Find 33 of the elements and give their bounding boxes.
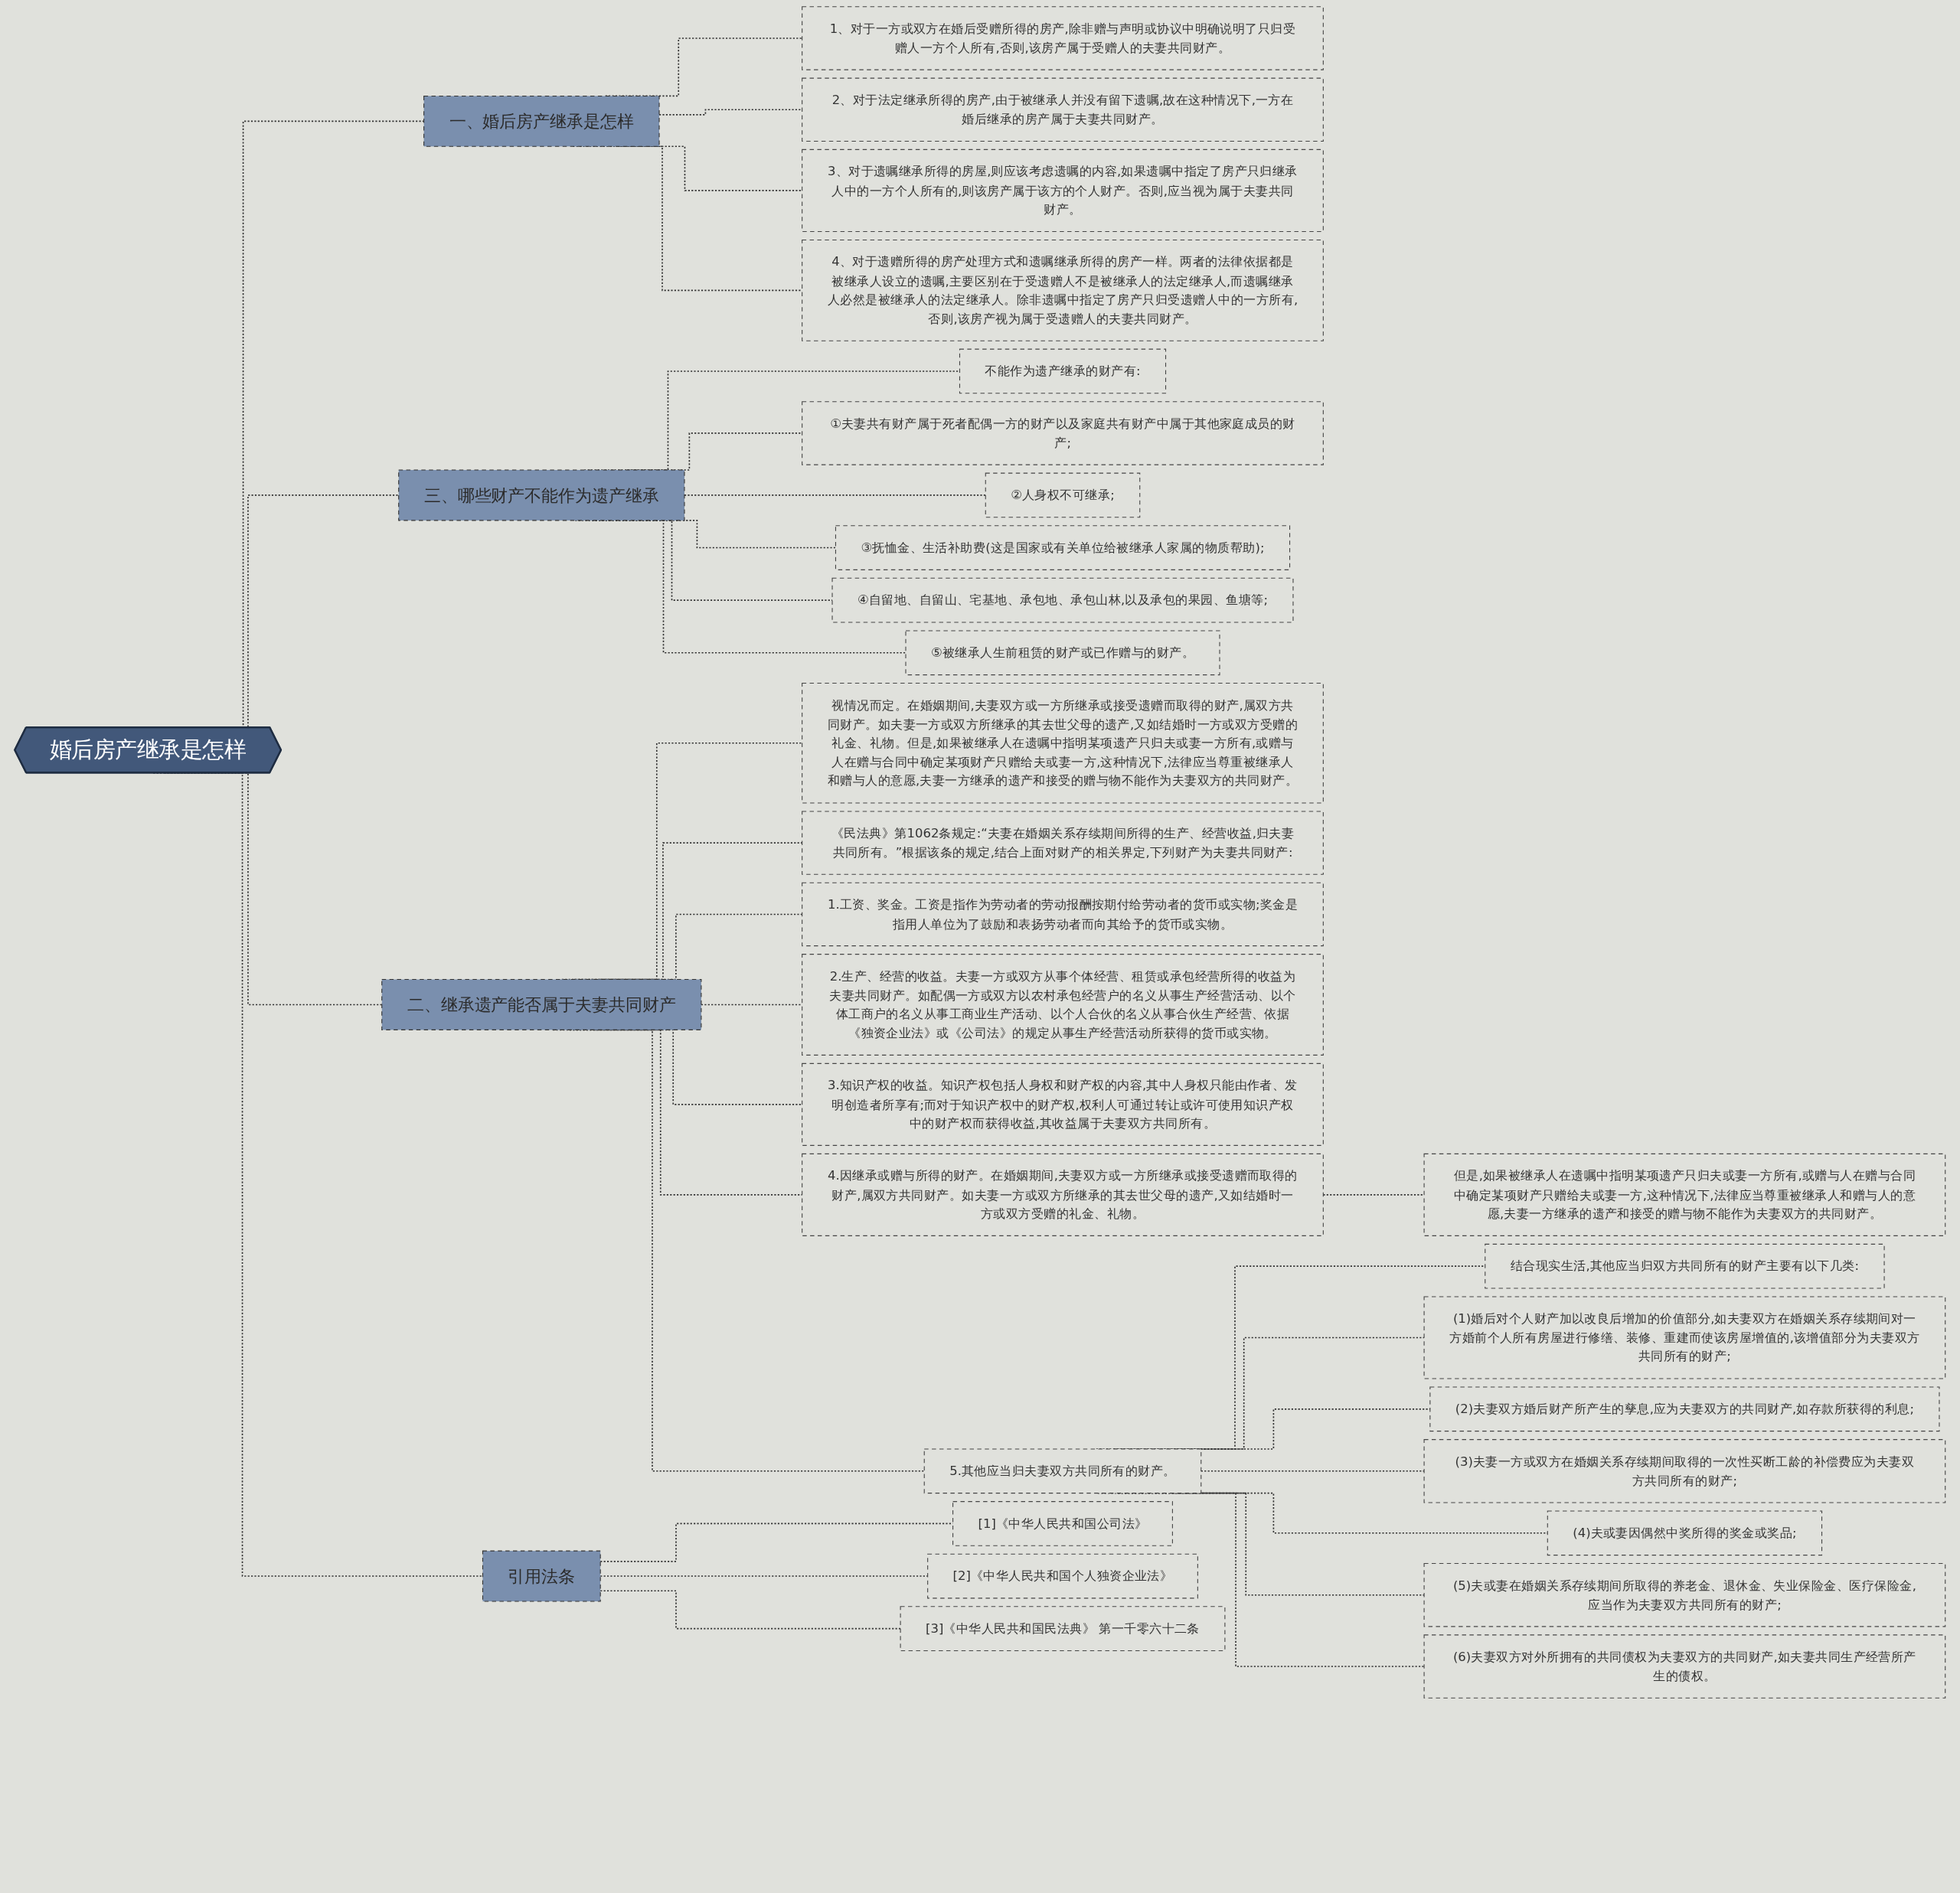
node-box [802, 77, 1324, 142]
node-box [1423, 1296, 1946, 1379]
node-box [802, 882, 1324, 947]
mind-map: 婚后房产继承是怎样 一、婚后房产继承是怎样 1、对于一方或双方在婚后受赠所得的房产,除非赠与声明或协议中明确说明了只归受赠人一方个人所有,否则,该房产属于受赠人的夫妻共同财产。 2、对于法定继承所得的房产,由于被继承人并没有留下遗嘱,故在这种情况下,一方在婚后继承的房产属于夫妻共同财产。 3、对于遗嘱继承所得的房屋,则应该考虑遗嘱的内容,如果遗嘱中指定了房产只归继承人中的一方个人所有的,则该房产属于该方的个人财产。否则,应当视为属于夫妻共同财产。 4、对于遗赠所得的房产处理方式和遗嘱继承所得的房产一样。两者的法律依据都是被继承人设立的遗嘱,主要区别在于受遗赠人不是被继承人的法定继承人,而遗嘱继承人必然是被继承人的法定继承人。除非遗嘱中指定了房产只归受遗赠人中的一方所有,否则,该房产视为属于受遗赠人的夫妻共同财产。 三、哪些财产不能作为遗产继承 不能作为遗产继承的财产有: ①夫妻共有财产属于死者配偶一方的财产以及家庭共有财产中属于其他家庭成员的财产; ②人身权不可继承; ③抚恤金、生活补助费(这是国家或有关单位给被继承人家属的物质帮助); ④自留地、自留山、宅基地、承包地、承包山林,以及承包的果园、鱼塘等; ⑤被继承人生前租赁的财产或已作赠与的财产。 二、继承遗产能否属于夫妻共同财产 视情况而定。在婚姻期间,夫妻双方或一方所继承或接受遗赠而取得的财产,属双方共同财产。如夫妻一方或双方所继承的其去世父母的遗产,又如结婚时一方或双方受赠的礼金、礼物。但是,如果被继承人在遗嘱中指明某项遗产只归夫或妻一方所有,或赠与人在赠与合同中确定某项财产只赠给夫或妻一方,这种情况下,法律应当尊重被继承人和赠与人的意愿,夫妻一方继承的遗产和接受的赠与物不能作为夫妻双方的共同财产。 《民法典》第1062条规定:“夫妻在婚姻关系存续期间所得的生产、经营收益,归夫妻共同所有。”根据该条的规定,结合上面对财产的相关界定,下列财产为夫妻共同财产: 1.工资、奖金。工资是指作为劳动者的劳动报酬按期付给劳动者的货币或实物;奖金是指用人单位为了鼓励和表扬劳动者而向其给予的货币或实物。 2.生产、经营的收益。夫妻一方或双方从事个体经营、租赁或承包经营所得的收益为夫妻共同财产。如配偶一方或双方以农村承包经营户的名义从事生产经营活动、以个体工商户的名义从事工商业生产活动、以个人合伙的名义从事合伙生产经营、依据《独资企业法》或《公司法》的规定从事生产经营活动所获得的货币或实物。 3.知识产权的收益。知识产权包括人身权和财产权的内容,其中人身权只能由作者、发明创造者所享有;而对于知识产权中的财产权,权利人可通过转让或许可使用知识产权中的财产权而获得收益,其收益属于夫妻双方共同所有。 4.因继承或赠与所得的财产。在婚姻期间,夫妻双方或一方所继承或接受遗赠而取得的财产,属双方共同财产。如夫妻一方或双方所继承的其去世父母的遗产,又如结婚时一方或双方受赠的礼金、礼物。 但是,如果被继承人在遗嘱中指明某项遗产只归夫或妻一方所有,或赠与人在赠与合同中确定某项财产只赠给夫或妻一方,这种情况下,法律应当尊重被继承人和赠与人的意愿,夫妻一方继承的遗产和接受的赠与物不能作为夫妻双方的共同财产。 5.其他应当归夫妻双方共同所有的财产。 结合现实生活,其他应当归双方共同所有的财产主要有以下几类: (1)婚后对个人财产加以改良后增加的价值部分,如夫妻双方在婚姻关系存续期间对一方婚前个人所有房屋进行修缮、装修、重建而使该房屋增值的,该增值部分为夫妻双方共同所有的财产; (2)夫妻双方婚后财产所产生的孳息,应为夫妻双方的共同财产,如存款所获得的利息; (3)夫妻一方或双方在婚姻关系存续期间取得的一次性买断工龄的补偿费应为夫妻双方共同所有的财产; (4)夫或妻因偶然中奖所得的奖金或奖品; (5)夫或妻在婚姻关系存续期间所取得的养老金、退休金、失业保险金、医疗保险金,应当作为夫妻双方共同所有的财产; (6)夫妻双方对外所拥有的共同债权为夫妻双方的共同财产,如夫妻共同生产经营所产生的债权。 引用法条 [1]《中华人民共和国公司法》 [2]《中华人民共和国个人独资企业法》 [3]《中华人民共和国民法典》 第一千零六十二条 [0, 0, 1960, 1705]
node-box [900, 1606, 1226, 1651]
node-box [952, 1501, 1173, 1546]
node-box [802, 954, 1324, 1056]
node-box [1547, 1510, 1823, 1556]
node-box [835, 525, 1291, 570]
node-box [1429, 1386, 1940, 1432]
node-box [923, 1448, 1202, 1494]
node-box [398, 469, 685, 521]
node-box [482, 1550, 601, 1602]
node-box [423, 95, 660, 147]
node-box [802, 239, 1324, 341]
node-box [802, 1062, 1324, 1146]
node-box [802, 1153, 1324, 1236]
node-box [959, 348, 1167, 394]
node-box [802, 811, 1324, 875]
node-box [802, 149, 1324, 232]
node-box [905, 630, 1220, 676]
node-box [985, 472, 1141, 518]
node-box [1423, 1563, 1946, 1627]
node-box [927, 1553, 1198, 1599]
node-box [802, 6, 1324, 70]
node-box [802, 683, 1324, 804]
node-box [831, 577, 1294, 623]
node-box [802, 401, 1324, 465]
node-box [1423, 1439, 1946, 1503]
node-box [1423, 1634, 1946, 1699]
node-box [1485, 1243, 1885, 1289]
node-box [381, 979, 702, 1030]
node-box [1423, 1153, 1946, 1236]
